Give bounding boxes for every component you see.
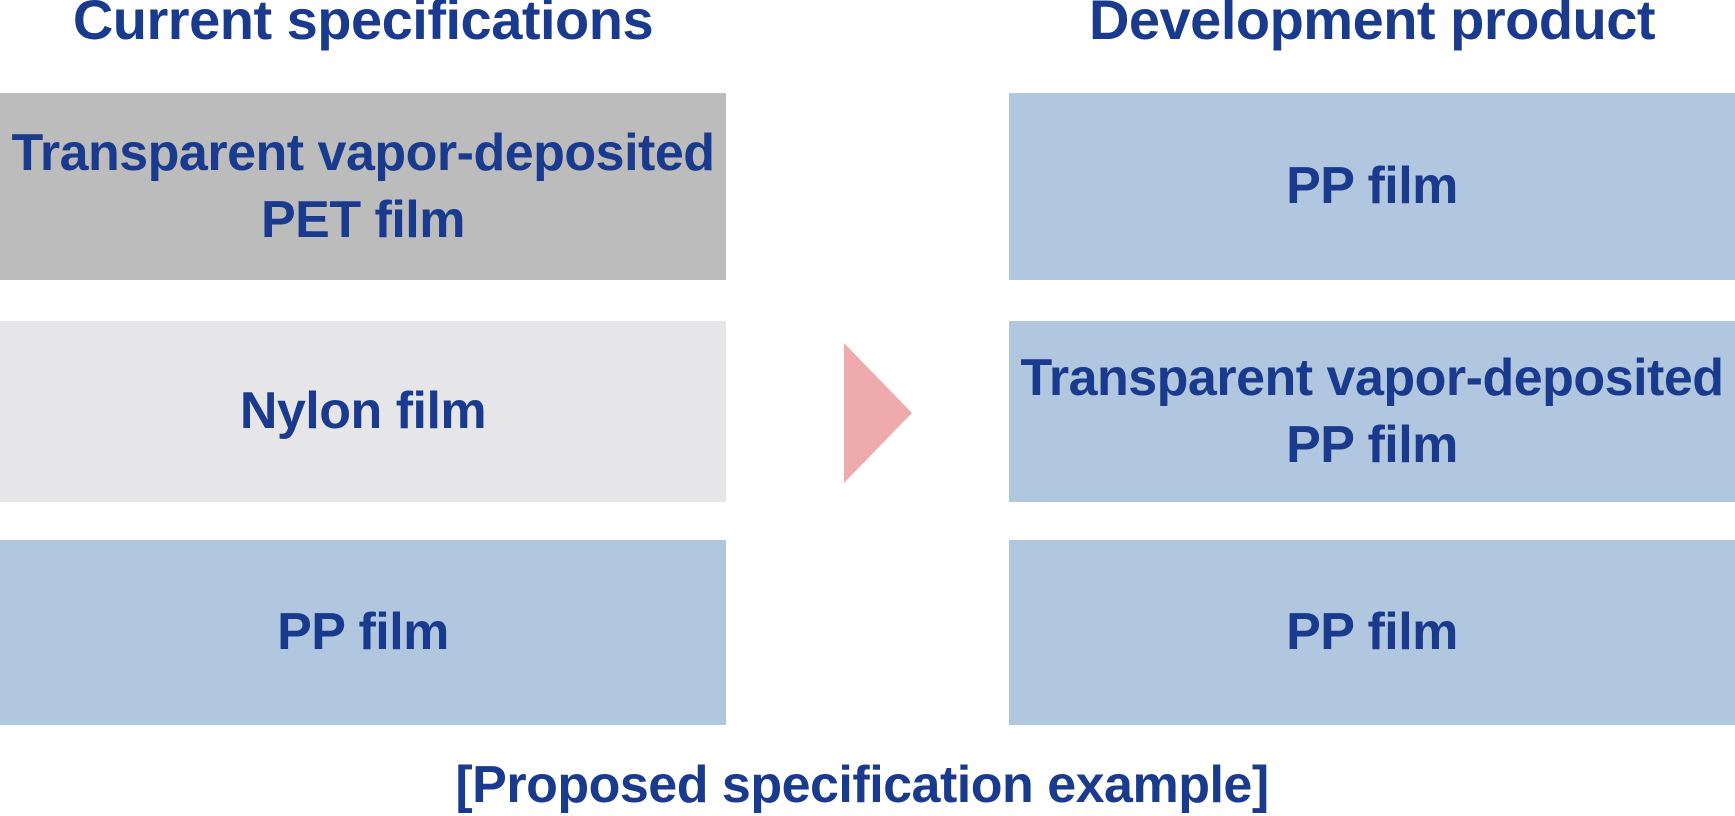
right-column-title: Development product <box>1088 0 1656 51</box>
layer-label: Nylon film <box>239 382 487 441</box>
layer-label: PP film <box>277 603 449 662</box>
development-layer-box-vapor-deposited-pp-film: Transparent vapor-deposited PP film <box>1009 321 1735 502</box>
development-layer-box-pp-film-top: PP film <box>1009 93 1735 280</box>
layer-label: PP film <box>1286 157 1458 216</box>
development-layer-box-pp-film-bottom: PP film <box>1009 540 1735 725</box>
current-layer-box-pp-film: PP film <box>0 540 726 725</box>
layer-label: PP film <box>1286 603 1458 662</box>
right-arrow-icon <box>844 343 912 483</box>
layer-label: Transparent vapor-deposited PET film <box>11 124 715 249</box>
current-layer-box-nylon-film: Nylon film <box>0 321 726 502</box>
left-column-title: Current specifications <box>72 0 654 51</box>
diagram-caption: [Proposed specification example] <box>455 756 1269 814</box>
current-layer-box-pet-film: Transparent vapor-deposited PET film <box>0 93 726 280</box>
layer-label: Transparent vapor-deposited PP film <box>1020 349 1724 474</box>
